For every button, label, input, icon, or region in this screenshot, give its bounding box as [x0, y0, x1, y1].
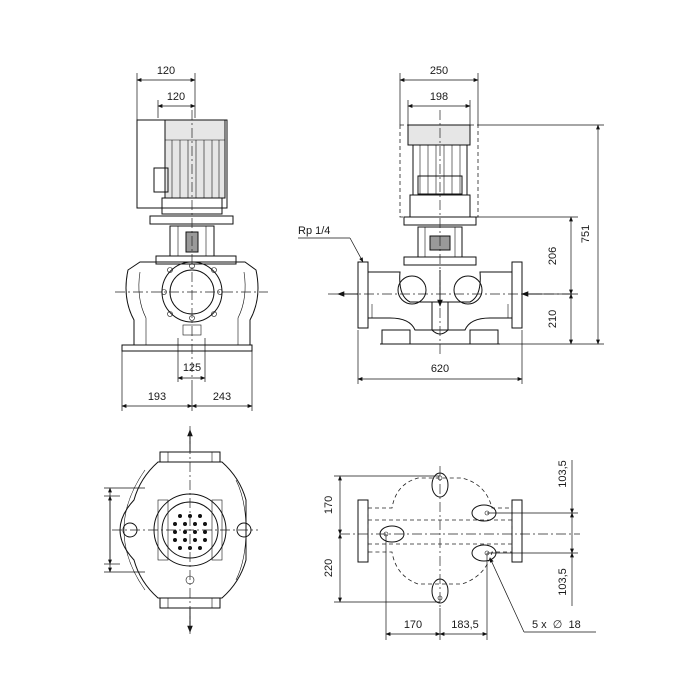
top-view: [104, 426, 258, 636]
top-view-strainer: [153, 493, 227, 567]
top-view-left-dims: [104, 487, 145, 573]
dim-label-206: 206: [547, 247, 559, 265]
dim-label-170-vertical: 170: [323, 496, 335, 514]
dim-label-250: 250: [430, 65, 448, 77]
plan-hidden-outline: [367, 477, 513, 585]
base-plan-view: 170 220 103,5 103,5 170 183,5: [323, 460, 596, 640]
dim-label-120-outer: 120: [157, 65, 175, 77]
plan-right-dims: 103,5 103,5: [487, 460, 578, 606]
plan-bottom-dims: 170 183,5: [385, 534, 488, 640]
dim-top-inner: 120: [157, 91, 196, 118]
front-pump-housing: [121, 261, 259, 352]
dim-label-183-5: 183,5: [451, 619, 479, 631]
front-view: 120 120: [115, 65, 268, 411]
dim-label-210: 210: [547, 310, 559, 328]
dim-label-751: 751: [580, 225, 592, 243]
dim-label-220: 220: [323, 559, 335, 577]
side-motor: [399, 124, 479, 218]
front-motor: [136, 119, 228, 215]
front-coupling: [149, 215, 237, 265]
dim-label-193: 193: [148, 391, 166, 403]
bolt-hole-callout: 5 x ∅ 18: [489, 557, 596, 633]
dim-inlet-offset: 125: [177, 338, 206, 382]
dim-label-198: 198: [430, 91, 448, 103]
plan-left-flange: [357, 499, 369, 563]
side-view: 250 198: [298, 65, 604, 384]
bolt-hole-label: 5 x ∅ 18: [532, 619, 581, 631]
dim-label-120-inner: 120: [167, 91, 185, 103]
dim-label-103-5-upper: 103,5: [557, 460, 569, 488]
dim-motor-inner: 198: [407, 91, 471, 125]
top-view-body: [119, 461, 247, 599]
side-pump-body: [357, 261, 523, 345]
plan-left-dims: 170 220: [323, 475, 440, 603]
dim-heights: 206 210 751: [476, 124, 604, 345]
dim-label-125: 125: [183, 362, 201, 374]
gauge-connection-label: Rp 1/4: [298, 225, 330, 237]
dim-base-extents: 193 243: [121, 351, 253, 411]
dim-label-170-horizontal: 170: [404, 619, 422, 631]
dim-label-103-5-lower: 103,5: [557, 568, 569, 596]
dim-label-620: 620: [431, 363, 449, 375]
dim-motor-width: 250: [399, 65, 479, 125]
dim-label-243: 243: [213, 391, 231, 403]
gauge-connection-callout: Rp 1/4: [298, 225, 364, 263]
dim-flange-length: 620: [357, 330, 523, 384]
plan-mounting-holes: [379, 472, 497, 604]
